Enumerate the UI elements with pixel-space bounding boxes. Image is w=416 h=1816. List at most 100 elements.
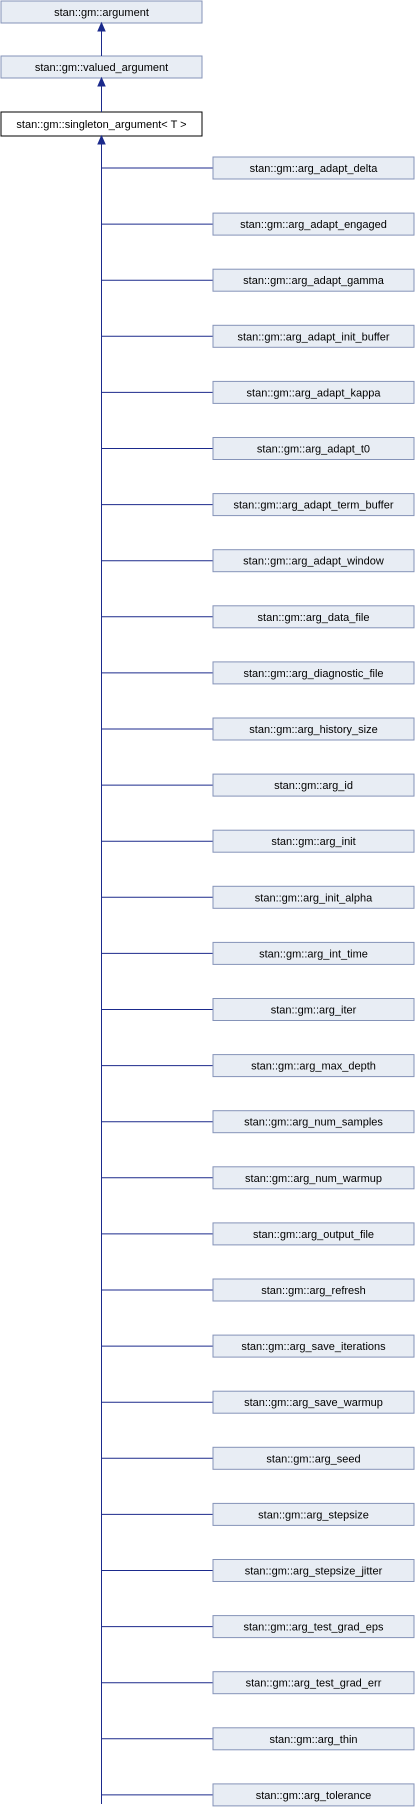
child-node[interactable]: stan::gm::arg_data_file (101, 605, 415, 629)
node-valued-argument-label: stan::gm::valued_argument (35, 62, 168, 74)
child-node-box (212, 156, 415, 180)
child-node[interactable]: stan::gm::arg_max_depth (101, 1054, 415, 1078)
child-node-box (212, 1110, 415, 1134)
child-node-label: stan::gm::arg_int_time (259, 948, 368, 960)
child-node-box (212, 1671, 415, 1695)
child-node-label: stan::gm::arg_iter (271, 1005, 357, 1017)
node-root[interactable]: stan::gm::argument (0, 0, 203, 24)
child-node-box (212, 1446, 415, 1470)
child-node-label: stan::gm::arg_stepsize (258, 1509, 369, 1521)
child-node[interactable]: stan::gm::arg_adapt_engaged (101, 212, 415, 236)
child-node[interactable]: stan::gm::arg_test_grad_err (101, 1671, 415, 1695)
child-node-box (212, 941, 415, 965)
node-valued-argument[interactable]: stan::gm::valued_argument (0, 55, 203, 79)
child-node-box (212, 1278, 415, 1302)
child-node-label: stan::gm::arg_adapt_engaged (240, 219, 387, 231)
child-node[interactable]: stan::gm::arg_refresh (101, 1278, 415, 1302)
child-node-label: stan::gm::arg_init_alpha (255, 892, 373, 904)
child-node[interactable]: stan::gm::arg_init_alpha (101, 885, 415, 909)
child-node-label: stan::gm::arg_refresh (261, 1285, 366, 1297)
child-node-box (212, 1054, 415, 1078)
child-node[interactable]: stan::gm::arg_history_size (101, 717, 415, 741)
child-node-box (212, 549, 415, 573)
child-node[interactable]: stan::gm::arg_num_warmup (101, 1166, 415, 1190)
child-node[interactable]: stan::gm::arg_adapt_gamma (101, 268, 415, 292)
child-node[interactable]: stan::gm::arg_adapt_delta (101, 156, 415, 180)
child-node[interactable]: stan::gm::arg_adapt_t0 (101, 437, 415, 460)
child-node[interactable]: stan::gm::arg_tolerance (101, 1783, 415, 1807)
child-node-label: stan::gm::arg_test_grad_eps (243, 1622, 384, 1634)
child-node[interactable]: stan::gm::arg_diagnostic_file (101, 661, 415, 685)
child-node[interactable]: stan::gm::arg_adapt_term_buffer (101, 493, 415, 517)
child-node[interactable]: stan::gm::arg_adapt_window (101, 549, 415, 573)
child-node[interactable]: stan::gm::arg_thin (101, 1727, 415, 1751)
child-node-label: stan::gm::arg_num_warmup (245, 1173, 382, 1185)
child-node-label: stan::gm::arg_adapt_t0 (257, 444, 370, 456)
child-node-label: stan::gm::arg_adapt_term_buffer (233, 500, 393, 512)
child-node-label: stan::gm::arg_thin (269, 1734, 357, 1746)
child-node-box (212, 212, 415, 236)
child-node[interactable]: stan::gm::arg_adapt_kappa (101, 380, 415, 404)
child-node-box (212, 885, 415, 909)
node-singleton-argument: stan::gm::singleton_argument< T > (0, 111, 203, 137)
child-node-box (212, 773, 415, 797)
child-node-box (212, 829, 415, 853)
child-node-box (212, 493, 415, 517)
child-nodes: stan::gm::arg_adapt_deltastan::gm::arg_a… (101, 156, 415, 1807)
child-node-label: stan::gm::arg_adapt_kappa (247, 387, 382, 399)
child-node-box (212, 1783, 415, 1807)
child-node[interactable]: stan::gm::arg_stepsize_jitter (101, 1559, 415, 1582)
child-node[interactable]: stan::gm::arg_id (101, 773, 415, 797)
child-node-box (212, 437, 415, 460)
child-node-label: stan::gm::arg_diagnostic_file (243, 668, 383, 680)
child-node-box (212, 324, 415, 348)
child-node[interactable]: stan::gm::arg_save_warmup (101, 1390, 415, 1414)
child-node[interactable]: stan::gm::arg_int_time (101, 941, 415, 965)
child-node-label: stan::gm::arg_data_file (258, 612, 370, 624)
child-node-label: stan::gm::arg_adapt_init_buffer (237, 331, 389, 343)
child-node[interactable]: stan::gm::arg_seed (101, 1446, 415, 1470)
child-node-label: stan::gm::arg_id (274, 780, 353, 792)
child-node[interactable]: stan::gm::arg_stepsize (101, 1502, 415, 1526)
child-node-box (212, 998, 415, 1021)
child-node-label: stan::gm::arg_test_grad_err (246, 1678, 382, 1690)
arrowhead-singleton (97, 134, 106, 145)
child-node-box (212, 380, 415, 404)
child-node[interactable]: stan::gm::arg_iter (101, 998, 415, 1021)
child-node-box (212, 1502, 415, 1526)
child-node[interactable]: stan::gm::arg_test_grad_eps (101, 1615, 415, 1639)
child-node-label: stan::gm::arg_max_depth (251, 1061, 376, 1073)
child-node-box (212, 1727, 415, 1751)
child-node-box (212, 1222, 415, 1246)
child-node[interactable]: stan::gm::arg_adapt_init_buffer (101, 324, 415, 348)
node-root-label: stan::gm::argument (54, 7, 149, 19)
child-node-label: stan::gm::arg_init (271, 836, 355, 848)
child-node[interactable]: stan::gm::arg_init (101, 829, 415, 853)
child-node-box (212, 1559, 415, 1582)
child-node-label: stan::gm::arg_seed (266, 1453, 360, 1465)
node-singleton-argument-label: stan::gm::singleton_argument< T > (16, 119, 186, 131)
child-node-box (212, 1166, 415, 1190)
arrowhead-root (97, 21, 106, 32)
child-node-label: stan::gm::arg_adapt_window (243, 556, 384, 568)
child-node[interactable]: stan::gm::arg_num_samples (101, 1110, 415, 1134)
child-node-box (212, 1334, 415, 1358)
child-node[interactable]: stan::gm::arg_output_file (101, 1222, 415, 1246)
child-node-box (212, 717, 415, 741)
child-node[interactable]: stan::gm::arg_save_iterations (101, 1334, 415, 1358)
child-node-label: stan::gm::arg_save_iterations (241, 1341, 386, 1353)
child-node-label: stan::gm::arg_save_warmup (244, 1397, 383, 1409)
child-node-label: stan::gm::arg_output_file (253, 1229, 374, 1241)
child-node-box (212, 1615, 415, 1639)
child-node-label: stan::gm::arg_history_size (249, 724, 377, 736)
child-node-label: stan::gm::arg_adapt_gamma (243, 275, 385, 287)
child-node-box (212, 268, 415, 292)
arrowhead-valued (97, 76, 106, 87)
child-node-label: stan::gm::arg_tolerance (256, 1790, 372, 1802)
child-node-box (212, 661, 415, 685)
child-node-box (212, 605, 415, 629)
child-node-label: stan::gm::arg_num_samples (244, 1117, 383, 1129)
child-node-label: stan::gm::arg_adapt_delta (250, 163, 379, 175)
child-node-box (212, 1390, 415, 1414)
